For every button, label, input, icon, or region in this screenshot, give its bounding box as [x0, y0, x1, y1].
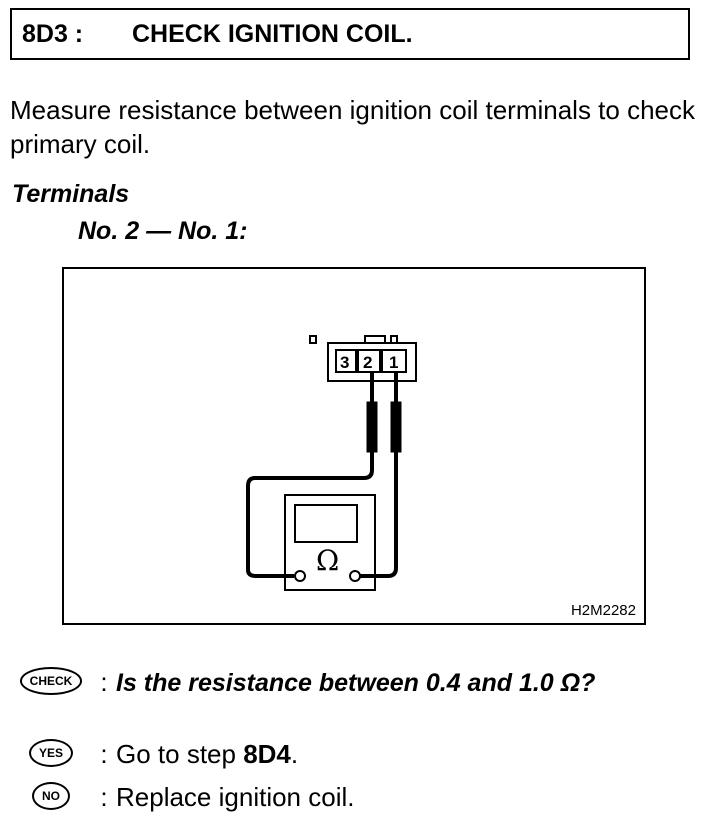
check-badge: CHECK	[19, 667, 83, 695]
ohmmeter	[284, 494, 376, 591]
probe-wire-1	[360, 372, 398, 578]
step-header: 8D3 : CHECK IGNITION COIL.	[10, 8, 690, 60]
terminals-label: Terminals	[12, 180, 130, 208]
colon: :	[100, 782, 108, 812]
yes-badge: YES	[28, 739, 73, 767]
step-title: CHECK IGNITION COIL.	[132, 20, 413, 48]
ohm-symbol: Ω	[316, 544, 339, 577]
terminals-value: No. 2 — No. 1:	[78, 217, 248, 245]
colon: :	[100, 667, 108, 697]
check-row: CHECK : Is the resistance between 0.4 an…	[10, 667, 676, 699]
figure-id: H2M2282	[570, 602, 636, 619]
pin-label: 1	[389, 353, 398, 372]
no-text: Replace ignition coil.	[116, 782, 355, 812]
next-step-link[interactable]: 8D4	[243, 739, 291, 769]
no-badge: NO	[32, 782, 70, 810]
yes-text: Go to step	[116, 739, 244, 769]
punct: .	[290, 739, 299, 769]
connector-tab	[364, 335, 386, 344]
no-row: NO : Replace ignition coil.	[10, 782, 354, 813]
connector-tab	[309, 335, 317, 344]
ohmmeter-diagram: 3 2 1 Ω	[246, 335, 417, 591]
intro-text: Measure resistance between ignition coil…	[10, 95, 696, 159]
probe-wire-2	[246, 372, 374, 578]
probe-sleeve	[366, 401, 378, 453]
wiring-figure: 3 2 1 Ω H2M2282	[62, 267, 646, 625]
check-question: Is the resistance between 0.4 and 1.0 Ω?	[116, 669, 596, 697]
colon: :	[100, 739, 108, 769]
step-number: 8D3 :	[22, 20, 84, 48]
pin-label: 3	[340, 353, 349, 372]
pin-label: 2	[363, 353, 372, 372]
probe-sleeve	[390, 401, 402, 453]
yes-row: YES : Go to step 8D4.	[10, 739, 298, 770]
meter-display	[294, 504, 358, 543]
connector-tab	[390, 335, 398, 344]
